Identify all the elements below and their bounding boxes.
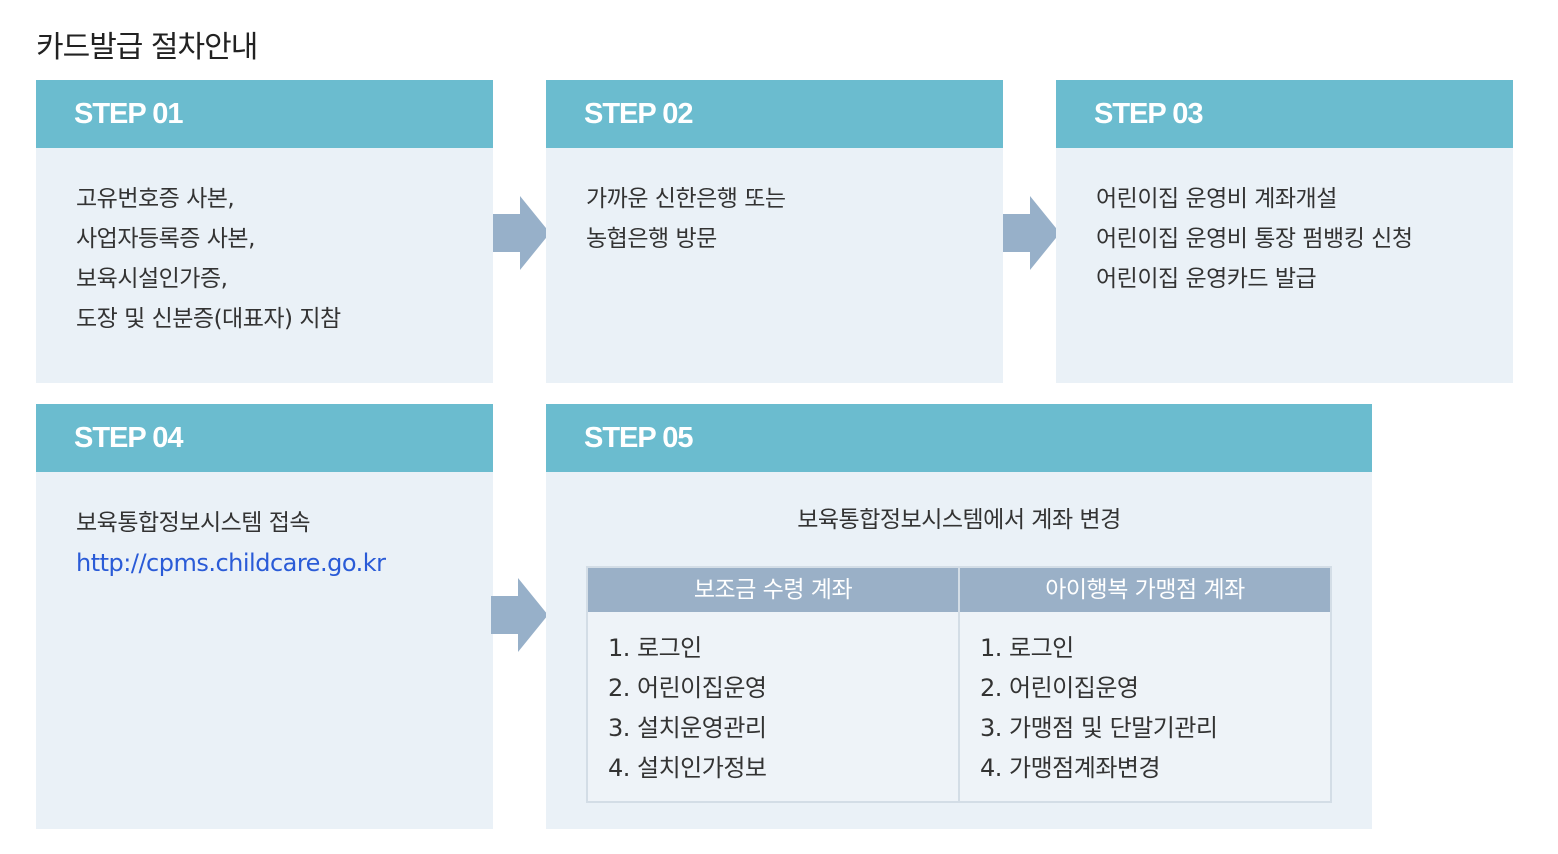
step-line: 보육시설인가증, — [76, 266, 228, 292]
step-header-04: STEP 04 — [36, 404, 493, 472]
step-card-05: STEP 05 보육통합정보시스템에서 계좌 변경 보조금 수령 계좌 1. 로… — [546, 404, 1372, 829]
list-item: 1. 로그인 — [980, 634, 1074, 662]
step-card-01: STEP 01 고유번호증 사본, 사업자등록증 사본, 보육시설인가증, 도장… — [36, 80, 493, 383]
step-line: 농협은행 방문 — [586, 226, 717, 252]
step-header-01: STEP 01 — [36, 80, 493, 148]
list-item: 4. 설치인가정보 — [608, 754, 767, 782]
menu-path-table: 보조금 수령 계좌 1. 로그인 2. 어린이집운영 3. 설치운영관리 4. … — [586, 566, 1332, 803]
step-line: 어린이집 운영카드 발급 — [1096, 266, 1317, 292]
step-line: 어린이집 운영비 통장 펌뱅킹 신청 — [1096, 226, 1413, 252]
step-line: 어린이집 운영비 계좌개설 — [1096, 186, 1337, 212]
menu-list: 1. 로그인 2. 어린이집운영 3. 가맹점 및 단말기관리 4. 가맹점계좌… — [960, 612, 1330, 788]
list-item: 2. 어린이집운영 — [608, 674, 767, 702]
cpms-link[interactable]: http://cpms.childcare.go.kr — [76, 549, 386, 577]
step-body-03: 어린이집 운영비 계좌개설 어린이집 운영비 통장 펌뱅킹 신청 어린이집 운영… — [1056, 148, 1513, 299]
step-line: 도장 및 신분증(대표자) 지참 — [76, 306, 341, 332]
list-item: 2. 어린이집운영 — [980, 674, 1139, 702]
step-line: 가까운 신한은행 또는 — [586, 186, 786, 212]
arrow-right-icon — [493, 196, 550, 270]
list-item: 3. 설치운영관리 — [608, 714, 767, 742]
page-title: 카드발급 절차안내 — [36, 30, 258, 65]
step-card-04: STEP 04 보육통합정보시스템 접속 http://cpms.childca… — [36, 404, 493, 829]
menu-column-header: 아이행복 가맹점 계좌 — [960, 568, 1330, 612]
list-item: 1. 로그인 — [608, 634, 702, 662]
step-header-02: STEP 02 — [546, 80, 1003, 148]
step-header-03: STEP 03 — [1056, 80, 1513, 148]
menu-column-merchant: 아이행복 가맹점 계좌 1. 로그인 2. 어린이집운영 3. 가맹점 및 단말… — [958, 568, 1330, 801]
menu-column-header: 보조금 수령 계좌 — [588, 568, 958, 612]
menu-column-subsidy: 보조금 수령 계좌 1. 로그인 2. 어린이집운영 3. 설치운영관리 4. … — [588, 568, 958, 801]
step-line: 사업자등록증 사본, — [76, 226, 255, 252]
list-item: 3. 가맹점 및 단말기관리 — [980, 714, 1218, 742]
step-line: 고유번호증 사본, — [76, 186, 235, 212]
step-body-02: 가까운 신한은행 또는 농협은행 방문 — [546, 148, 1003, 259]
step5-subtitle: 보육통합정보시스템에서 계좌 변경 — [797, 507, 1121, 533]
step-line: 보육통합정보시스템 접속 — [76, 510, 311, 536]
step-header-05: STEP 05 — [546, 404, 1372, 472]
arrow-right-icon — [1003, 196, 1060, 270]
arrow-right-icon — [491, 578, 548, 652]
step-card-03: STEP 03 어린이집 운영비 계좌개설 어린이집 운영비 통장 펌뱅킹 신청… — [1056, 80, 1513, 383]
step-body-01: 고유번호증 사본, 사업자등록증 사본, 보육시설인가증, 도장 및 신분증(대… — [36, 148, 493, 339]
menu-list: 1. 로그인 2. 어린이집운영 3. 설치운영관리 4. 설치인가정보 — [588, 612, 958, 788]
list-item: 4. 가맹점계좌변경 — [980, 754, 1161, 782]
step-body-04: 보육통합정보시스템 접속 http://cpms.childcare.go.kr — [36, 472, 493, 583]
step-card-02: STEP 02 가까운 신한은행 또는 농협은행 방문 — [546, 80, 1003, 383]
